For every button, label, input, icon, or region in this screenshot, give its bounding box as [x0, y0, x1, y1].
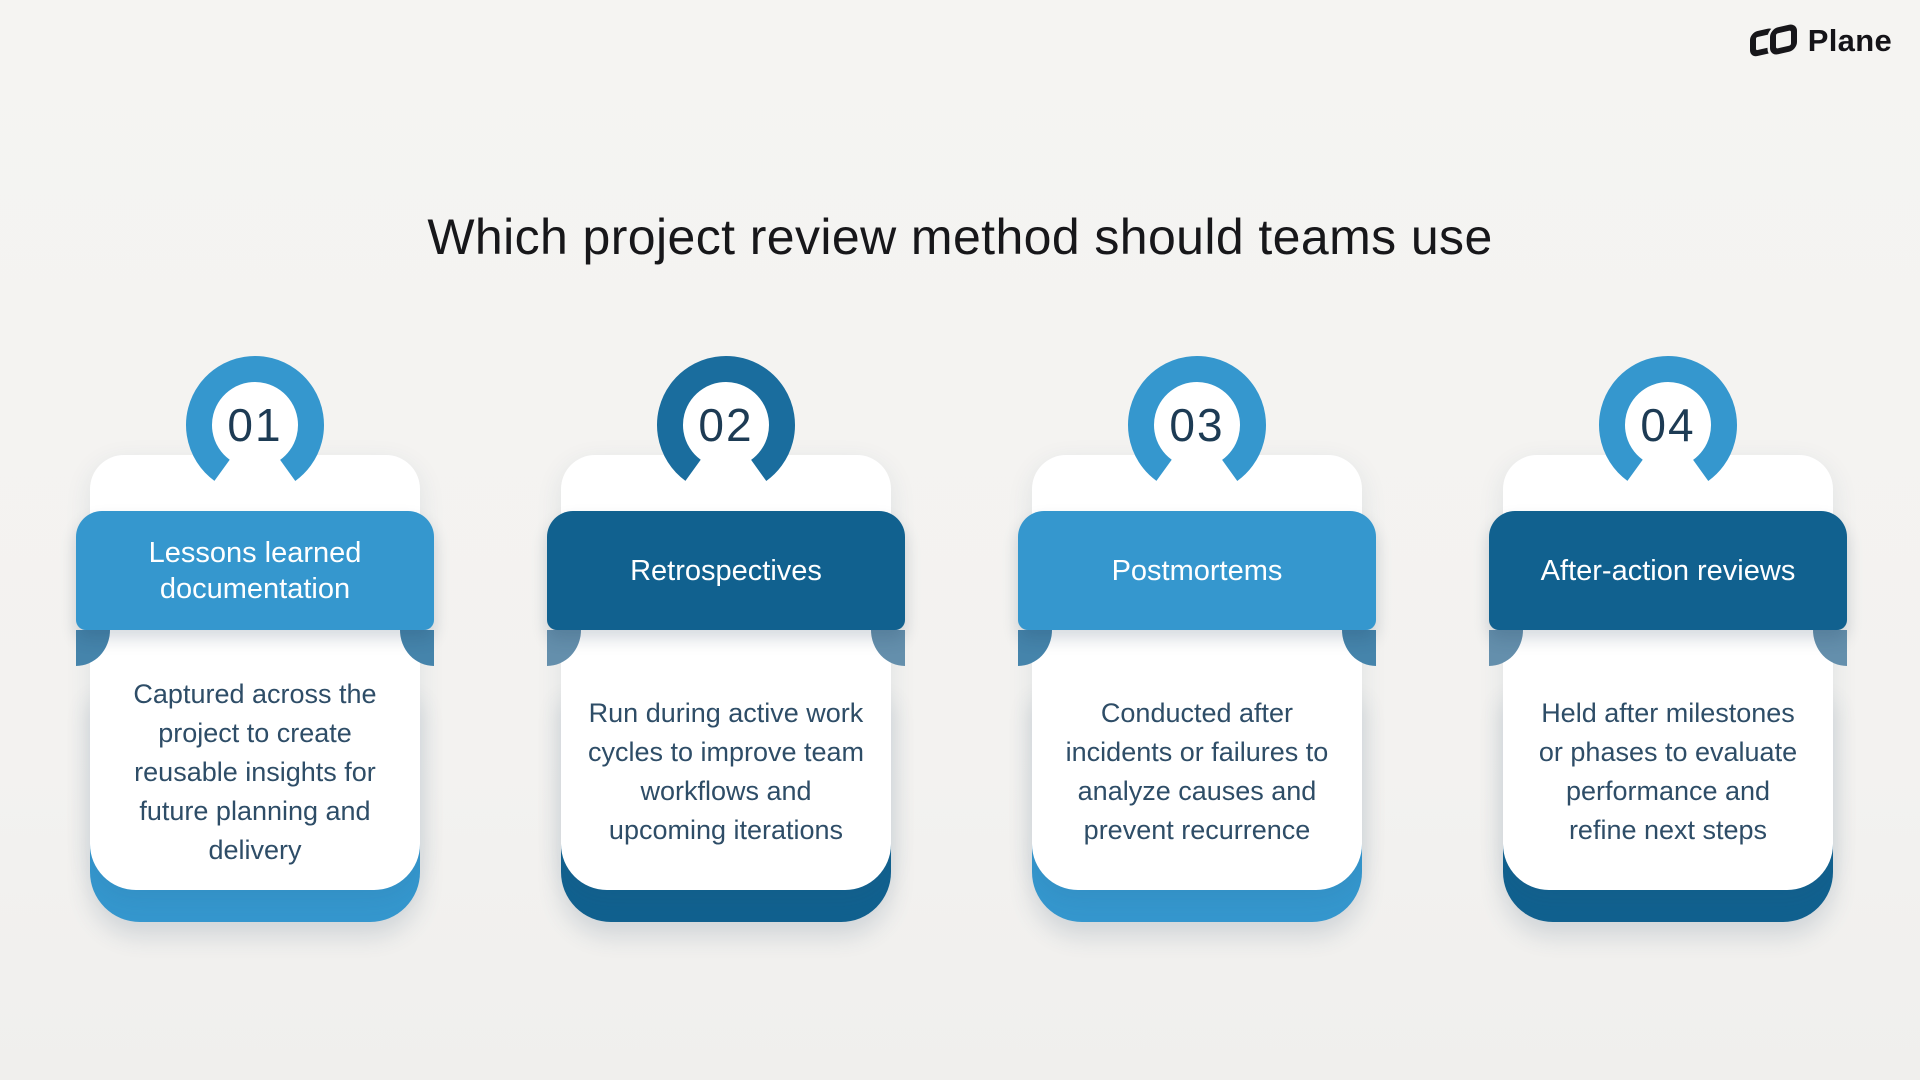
card-retrospectives: Retrospectives Run during active work cy…: [547, 349, 905, 934]
step-number: 03: [1169, 399, 1225, 451]
card-title: Postmortems: [1018, 511, 1376, 630]
card-description: Held after milestones or phases to evalu…: [1538, 698, 1798, 845]
step-ring-icon: [186, 356, 324, 494]
step-ring-icon: [657, 356, 795, 494]
step-number: 01: [227, 399, 283, 451]
page-title: Which project review method should teams…: [427, 208, 1493, 265]
card-description: Conducted after incidents or failures to…: [1065, 698, 1329, 845]
card-title: Lessons learned documentation: [76, 511, 434, 630]
card-description: Run during active work cycles to improve…: [587, 698, 865, 845]
step-number: 02: [698, 399, 754, 451]
plane-logo-mark-icon: [1749, 22, 1799, 58]
card-title: Retrospectives: [547, 511, 905, 630]
card-title: After-action reviews: [1489, 511, 1847, 630]
brand-logo: Plane: [1749, 22, 1892, 60]
step-number: 04: [1640, 399, 1696, 451]
brand-name: Plane: [1807, 23, 1892, 58]
card-postmortems: Postmortems Conducted after incidents or…: [1018, 349, 1376, 934]
step-ring-icon: [1599, 356, 1737, 494]
step-ring-icon: [1128, 356, 1266, 494]
card-lessons-learned: Lessons learned documentation Captured a…: [76, 349, 434, 934]
card-description: Captured across the project to create re…: [133, 678, 377, 865]
card-after-action-reviews: After-action reviews Held after mileston…: [1489, 349, 1847, 934]
